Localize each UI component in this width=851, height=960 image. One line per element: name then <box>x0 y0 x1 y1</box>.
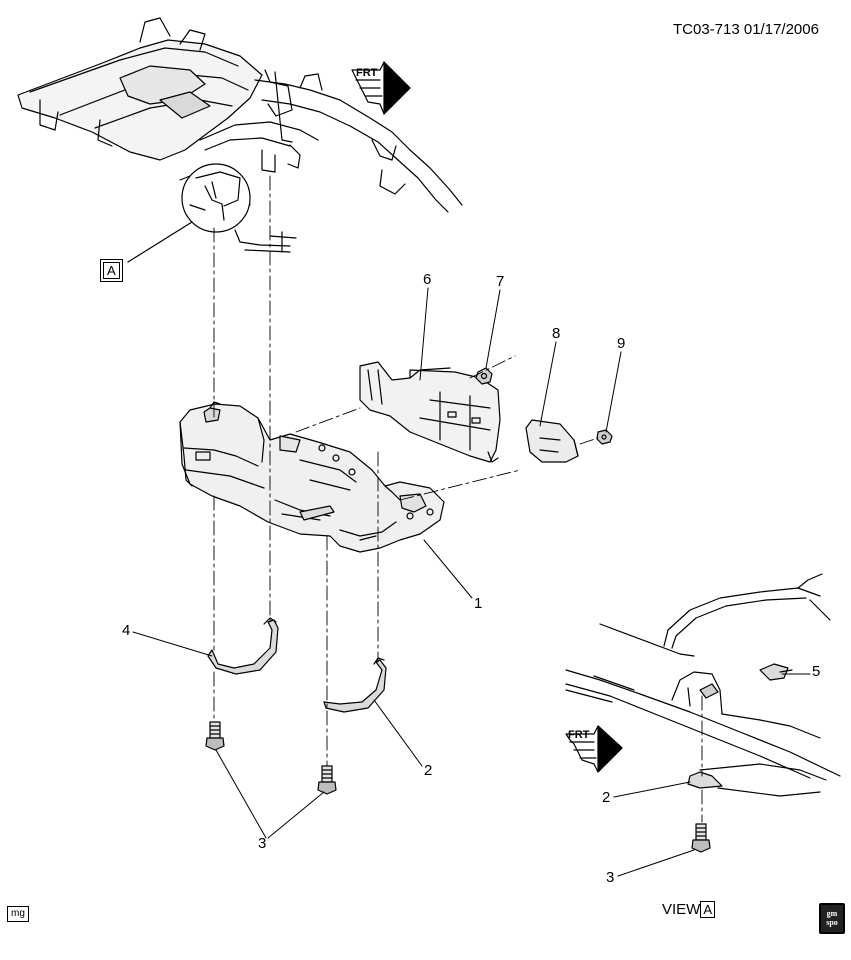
view-a-box-letter: A <box>100 259 123 282</box>
mg-badge: mg <box>7 906 29 922</box>
callout-7: 7 <box>496 273 505 290</box>
gm-spo-logo-line2: spo <box>826 918 838 927</box>
view-callout-3: 3 <box>606 869 615 886</box>
bolt-3-left <box>205 721 225 751</box>
view-callout-2: 2 <box>602 789 611 806</box>
gm-spo-logo-line1: gm <box>826 909 838 918</box>
shield-8 <box>525 419 579 463</box>
nut-9 <box>596 429 613 445</box>
forward-arrow-label-top: FRT <box>356 67 378 79</box>
callout-9: 9 <box>617 335 626 352</box>
view-word: VIEW <box>662 901 701 918</box>
vehicle-frame <box>17 17 463 253</box>
gm-spo-logo: gm spo <box>819 903 845 934</box>
leader-lines <box>132 287 811 877</box>
callout-3: 3 <box>258 835 267 852</box>
callout-4: 4 <box>122 622 131 639</box>
callout-2: 2 <box>424 762 433 779</box>
view-letter: A <box>700 901 716 918</box>
view-a-detail <box>565 573 841 853</box>
view-a-reference-box: A <box>100 259 123 282</box>
bolt-3-right <box>317 765 337 795</box>
forward-arrow-top <box>351 61 411 115</box>
strap-4 <box>207 617 279 675</box>
document-id: TC03-713 01/17/2006 <box>673 21 819 38</box>
view-callout-5: 5 <box>812 663 821 680</box>
callout-8: 8 <box>552 325 561 342</box>
callout-1: 1 <box>474 595 483 612</box>
heat-shield <box>359 361 501 463</box>
assembly-centerlines <box>213 175 703 823</box>
detail-circle <box>127 163 251 263</box>
forward-arrow-view-a <box>565 725 623 773</box>
callout-6: 6 <box>423 271 432 288</box>
forward-arrow-label-view-a: FRT <box>568 729 590 741</box>
